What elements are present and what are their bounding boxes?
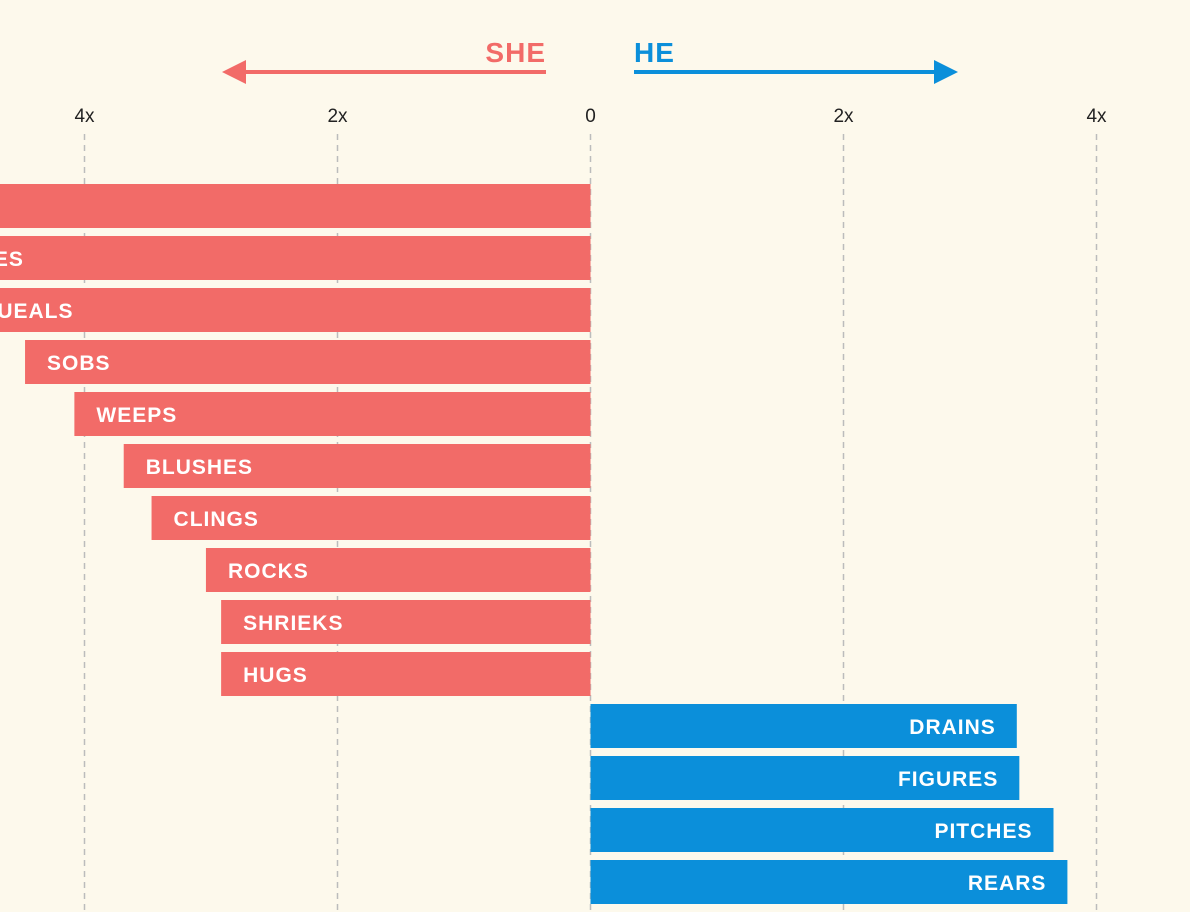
bar-label: CLINGS [174,508,259,531]
she-bar: CLINGS [151,496,591,540]
bar-rect [590,756,1020,800]
she-bar: HUGS [221,652,591,696]
bar-label: QUEALS [0,300,74,323]
he-bar: REARS [590,860,1068,904]
bar-rect [205,548,591,592]
bar-rect [590,808,1054,852]
bar-rect [590,860,1068,904]
she-bar: QUEALS [0,288,591,332]
tick-label: 0 [585,106,596,127]
bar-label: DRAINS [909,716,996,739]
bar-rect [0,184,591,228]
she-bar: SOBS [25,340,591,384]
bar-rect [590,704,1017,748]
she-bar [0,184,591,228]
legend: SHE HE [222,37,958,84]
bar-label: ROCKS [228,560,309,583]
tick-label: 4x [74,106,95,127]
bar-rect [221,600,591,644]
he-arrow-head [934,60,958,84]
she-bar: SHRIEKS [221,600,591,644]
he-bar: DRAINS [590,704,1017,748]
bar-layer: LES QUEALS SOBS WEEPS BLUSHES CLINGS ROCKS SHRI… [0,184,1068,904]
bar-label: HUGS [243,664,308,687]
bar-rect [123,444,591,488]
he-bar: PITCHES [590,808,1054,852]
bar-label: LES [0,248,24,271]
bar-label: REARS [968,872,1047,895]
bar-rect [0,288,591,332]
bar-rect [25,340,591,384]
bar-label: FIGURES [898,768,998,791]
she-bar: WEEPS [74,392,591,436]
tick-label-layer: 4x 2x 0 2x 4x [74,106,1107,127]
bar-rect [151,496,591,540]
bar-rect [221,652,591,696]
she-bar: ROCKS [205,548,591,592]
bar-label: WEEPS [96,404,177,427]
tick-label: 2x [833,106,854,127]
tick-label: 4x [1086,106,1107,127]
he-legend-label: HE [634,37,675,68]
she-bar: BLUSHES [123,444,591,488]
bar-label: SHRIEKS [243,612,343,635]
she-bar: LES [0,236,591,280]
bar-label: BLUSHES [146,456,253,479]
bar-rect [74,392,591,436]
she-legend-label: SHE [485,37,546,68]
she-arrow-head [222,60,246,84]
bar-label: PITCHES [934,820,1032,843]
bar-label: SOBS [47,352,111,375]
bar-rect [0,236,591,280]
he-bar: FIGURES [590,756,1020,800]
tick-label: 2x [327,106,348,127]
